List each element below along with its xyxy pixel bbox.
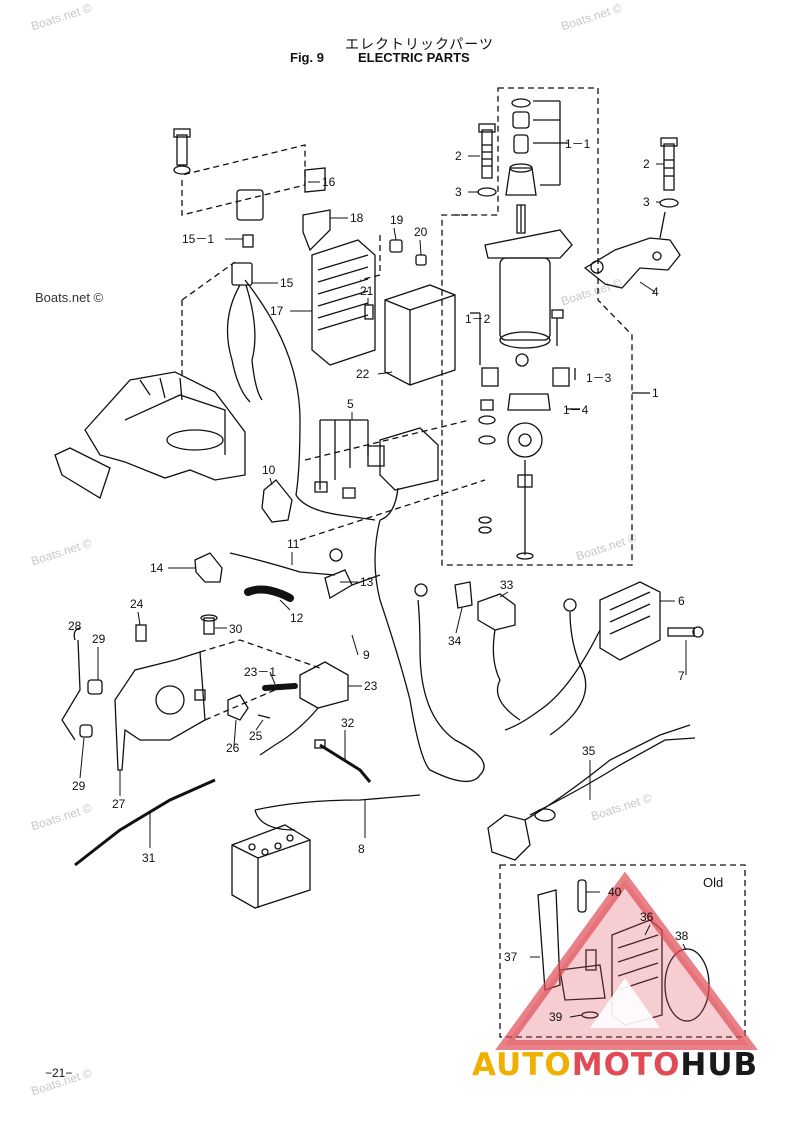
watermark-main: Boats.net © [35, 290, 104, 305]
callout-1-1: 1－1 [565, 137, 591, 151]
callout-9: 9 [363, 648, 370, 662]
callout-26: 26 [226, 741, 240, 755]
callout-28: 28 [68, 619, 82, 633]
callout-1: 1 [652, 386, 659, 400]
callout-22: 22 [356, 367, 370, 381]
callout-5: 5 [347, 397, 354, 411]
callout-29: 29 [72, 779, 86, 793]
callout-16: 16 [322, 175, 336, 189]
brand-part-3: HUB [680, 1047, 759, 1083]
callout-21: 21 [360, 284, 374, 298]
callout-29: 29 [92, 632, 106, 646]
callout-27: 27 [112, 797, 126, 811]
callout-11: 11 [287, 537, 300, 551]
callout-8: 8 [358, 842, 365, 856]
callout-2: 2 [643, 157, 650, 171]
brand-logo-text: AUTOMOTOHUB [472, 1047, 758, 1083]
callout-15: 15 [280, 276, 294, 290]
callout-19: 19 [390, 213, 404, 227]
brand-part-1: AUTO [472, 1047, 572, 1083]
callout-6: 6 [678, 594, 685, 608]
callout-35: 35 [582, 744, 596, 758]
callout-2: 2 [455, 149, 462, 163]
brand-part-2: MOTO [571, 1047, 681, 1083]
callout-3: 3 [455, 185, 462, 199]
callout-33: 33 [500, 578, 514, 592]
callout-38: 38 [675, 929, 689, 943]
callout-4: 4 [652, 285, 659, 299]
callout-1-2: 1－2 [465, 312, 491, 326]
callout-34: 34 [448, 634, 462, 648]
starter-group-boundary [441, 87, 633, 566]
figure-title-japanese: エレクトリックパーツ [345, 37, 495, 53]
figure-number: Fig. 9 [290, 50, 324, 65]
callout-13: 13 [360, 575, 374, 589]
callout-12: 12 [290, 611, 304, 625]
callout-23: 23 [364, 679, 378, 693]
callout-10: 10 [262, 463, 276, 477]
figure-title: ELECTRIC PARTS [358, 50, 470, 65]
callout-20: 20 [414, 225, 428, 239]
callout-25: 25 [249, 729, 263, 743]
page-number: −21− [45, 1066, 73, 1080]
callout-40: 40 [608, 885, 622, 899]
callout-7: 7 [678, 669, 685, 683]
callout-24: 24 [130, 597, 144, 611]
callout-3: 3 [643, 195, 650, 209]
callout-14: 14 [150, 561, 164, 575]
callout-18: 18 [350, 211, 364, 225]
callout-17: 17 [270, 304, 284, 318]
callout-32: 32 [341, 716, 355, 730]
callout-23-1: 23－1 [244, 665, 276, 679]
callout-31: 31 [142, 851, 156, 865]
triangle-logo [495, 871, 758, 1050]
callout-15-1: 15－1 [182, 232, 214, 246]
callout-1-3: 1－3 [586, 371, 612, 385]
old-version-label: Old [703, 875, 724, 890]
callout-1-4: 1－4 [563, 403, 589, 417]
callout-37: 37 [504, 950, 518, 964]
callout-39: 39 [549, 1010, 563, 1024]
callout-30: 30 [229, 622, 243, 636]
callout-36: 36 [640, 910, 654, 924]
